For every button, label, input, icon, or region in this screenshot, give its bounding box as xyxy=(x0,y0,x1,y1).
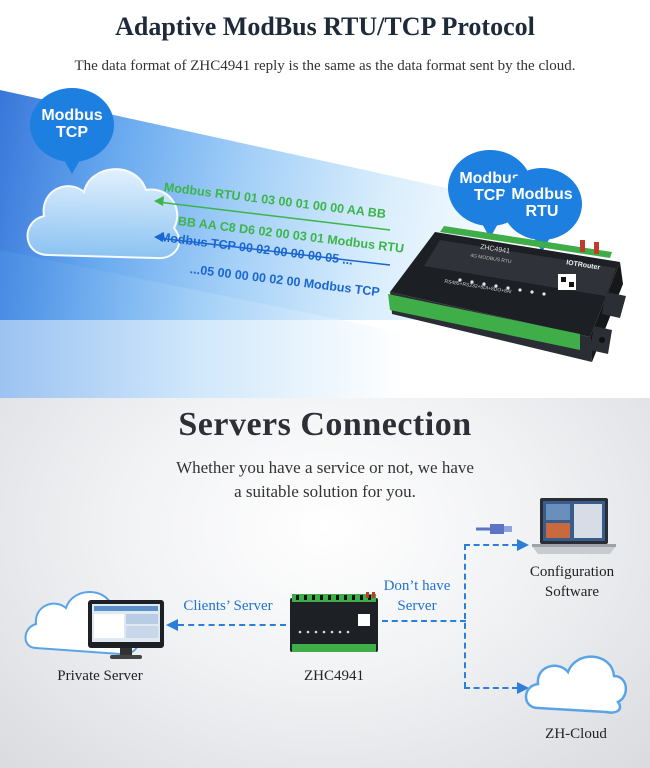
device-label: ZHC4941 xyxy=(304,668,364,684)
no-server-link xyxy=(382,620,466,622)
zh-cloud-icon xyxy=(524,655,627,714)
clients-server-link xyxy=(178,624,286,626)
arrow-right-icon xyxy=(517,539,529,551)
bubble-line: RTU xyxy=(525,203,559,220)
cloud-icon xyxy=(26,168,181,260)
config-line-1: Configuration xyxy=(529,564,615,580)
bubble-line: Modbus xyxy=(459,170,521,188)
branch-vertical-link xyxy=(464,544,466,688)
bubble-line: Modbus xyxy=(41,107,103,125)
subtitle-line-2: a suitable solution for you. xyxy=(234,482,416,501)
dont-have-line-2: Server xyxy=(397,598,437,614)
config-software-label: Configuration Software xyxy=(512,562,632,602)
protocol-title: Adaptive ModBus RTU/TCP Protocol xyxy=(115,12,535,41)
dont-have-server-label: Don’t have Server xyxy=(372,576,462,616)
cloud-modbus-tcp-bubble: Modbus TCP xyxy=(30,88,114,174)
protocol-section: Adaptive ModBus RTU/TCP Protocol The dat… xyxy=(0,12,650,398)
zhc4941-device-image xyxy=(388,226,626,362)
config-line-2: Software xyxy=(544,584,600,600)
subtitle-line-1: Whether you have a service or not, we ha… xyxy=(176,458,474,477)
zhc4941-device-icon xyxy=(290,592,378,652)
zh-cloud-link xyxy=(464,687,518,689)
servers-section: Servers Connection Whether you have a se… xyxy=(0,398,650,768)
arrow-left-icon xyxy=(166,619,178,631)
servers-title: Servers Connection xyxy=(178,406,472,443)
message-arrows xyxy=(154,196,391,266)
usb-cable-icon xyxy=(476,524,512,534)
config-software-link xyxy=(464,544,518,546)
bubble-line: Modbus xyxy=(511,186,573,204)
clients-server-label: Clients’ Server xyxy=(183,598,273,614)
protocol-subtitle: The data format of ZHC4941 reply is the … xyxy=(74,58,576,74)
private-server-label: Private Server xyxy=(57,668,143,684)
bubble-line: TCP xyxy=(474,187,506,204)
laptop-icon xyxy=(532,498,616,554)
arrow-right-icon xyxy=(517,682,529,694)
servers-subtitle: Whether you have a service or not, we ha… xyxy=(0,456,650,504)
private-server-icon xyxy=(24,591,164,659)
bubble-line: TCP xyxy=(56,124,88,141)
device-modbus-rtu-bubble: Modbus RTU xyxy=(502,168,582,252)
zh-cloud-label: ZH-Cloud xyxy=(545,726,607,742)
dont-have-line-1: Don’t have xyxy=(383,578,451,594)
